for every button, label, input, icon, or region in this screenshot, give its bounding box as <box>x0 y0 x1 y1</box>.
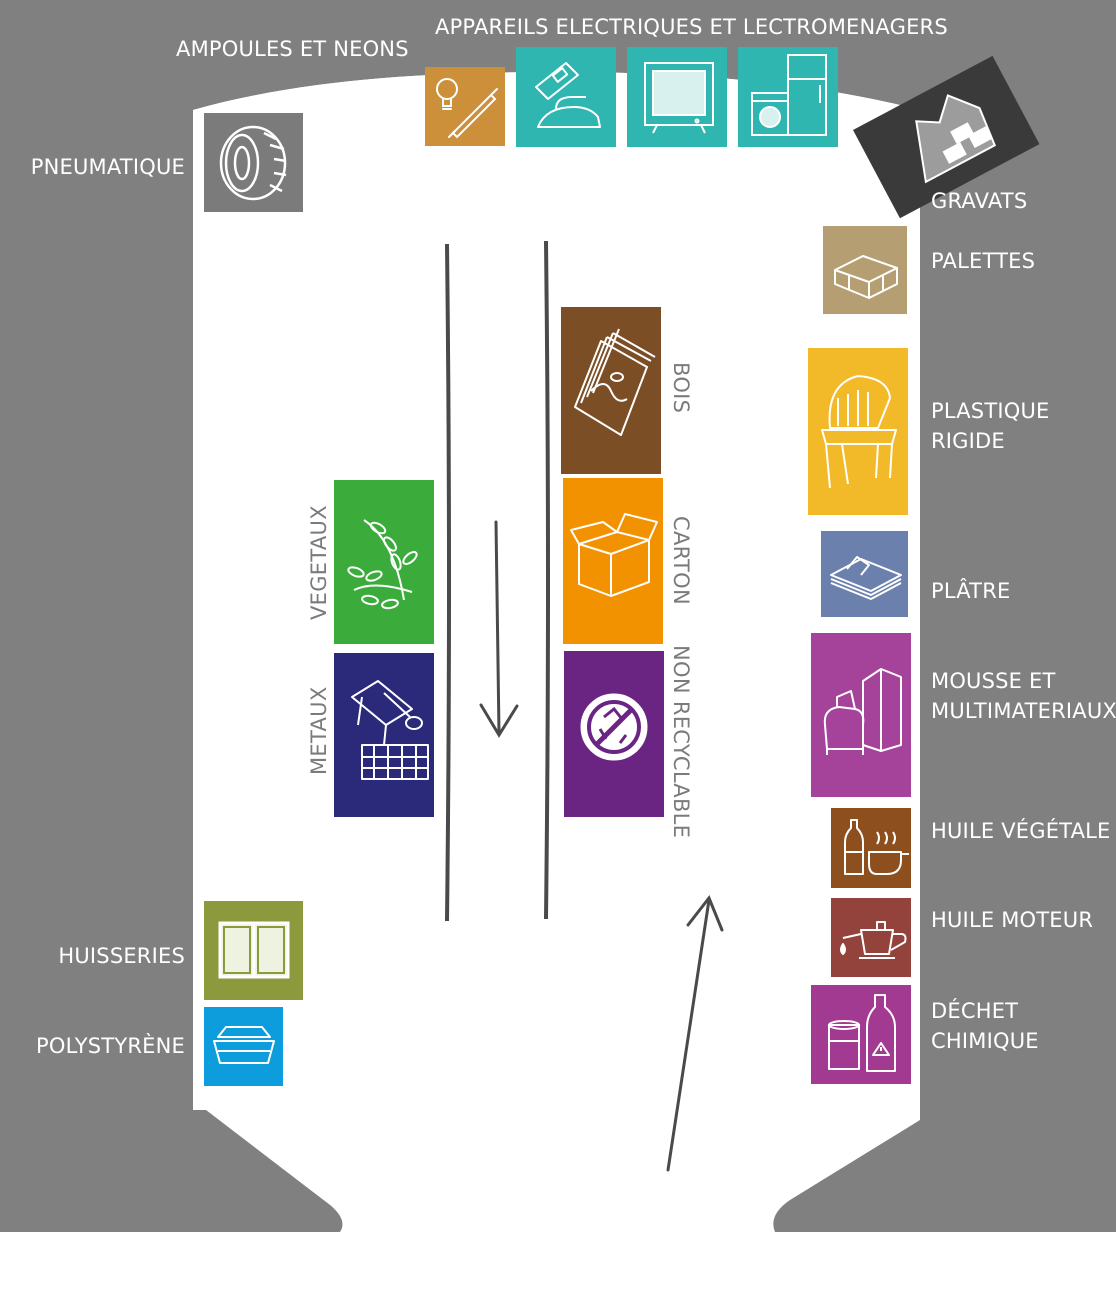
label-appareils: APPAREILS ELECTRIQUES ET LECTROMENAGERS <box>435 15 948 39</box>
label-metaux: METAUX <box>307 686 331 775</box>
label-gravats: GRAVATS <box>931 189 1028 213</box>
tile-vegetaux[interactable] <box>334 480 434 644</box>
label-palettes: PALETTES <box>931 249 1036 273</box>
inner-area <box>193 110 920 1110</box>
label-polystyrene: POLYSTYRÈNE <box>36 1034 185 1058</box>
tile-mousse[interactable] <box>811 633 911 797</box>
leaves-icon <box>347 519 418 610</box>
no-recycle-icon <box>580 693 648 761</box>
label-mousse-2: MULTIMATERIAUX <box>931 699 1116 723</box>
label-huile-moteur: HUILE MOTEUR <box>931 908 1094 932</box>
tile-dechet-chimique[interactable] <box>811 985 911 1084</box>
tile-non-recyclable[interactable] <box>564 651 664 817</box>
bulb-icon <box>436 78 498 139</box>
tile-huile-moteur[interactable] <box>831 898 911 977</box>
top-wall <box>0 0 1116 160</box>
washer-fridge-icon <box>751 54 827 136</box>
chemical-bottle-icon <box>828 994 896 1072</box>
tile-gros-electromenager[interactable] <box>738 47 838 147</box>
tile-huile-vegetale[interactable] <box>831 808 911 888</box>
phone-iron-icon <box>535 62 601 128</box>
label-mousse-1: MOUSSE ET <box>931 669 1056 693</box>
tile-pneumatique[interactable] <box>204 113 303 212</box>
tile-gravats[interactable] <box>853 55 1040 219</box>
oil-can-icon <box>840 921 907 959</box>
divider-line-right <box>543 241 550 919</box>
tv-icon <box>644 62 714 134</box>
divider-line-left <box>444 244 451 921</box>
right-wall <box>920 0 1116 1230</box>
tile-palettes[interactable] <box>823 226 907 314</box>
tile-polystyrene[interactable] <box>204 1007 283 1086</box>
oil-bottle-icon <box>844 819 909 875</box>
label-platre: PLÂTRE <box>931 579 1011 603</box>
label-plastique-2: RIGIDE <box>931 429 1005 453</box>
arrow-down <box>479 520 519 738</box>
arrow-up <box>666 895 724 1172</box>
left-wall <box>0 0 193 1230</box>
label-bois: BOIS <box>669 362 693 414</box>
tire-icon <box>219 125 287 201</box>
tile-bois[interactable] <box>561 307 661 474</box>
label-vegetaux: VEGETAUX <box>307 505 331 620</box>
label-dechet-1: DÉCHET <box>931 999 1019 1023</box>
rubble-icon <box>915 94 997 184</box>
chair-icon <box>821 375 897 489</box>
tile-platre[interactable] <box>821 531 908 617</box>
plasterboard-icon <box>830 556 902 600</box>
tile-carton[interactable] <box>563 478 663 644</box>
tile-huisseries[interactable] <box>204 901 303 1000</box>
tile-tv[interactable] <box>627 47 727 147</box>
pallet-icon <box>834 255 898 299</box>
right-bottom-wall <box>773 1120 1116 1232</box>
label-huisseries: HUISSERIES <box>58 944 185 968</box>
wood-planks-icon <box>574 328 656 436</box>
left-bottom-ramp <box>193 1102 341 1232</box>
tile-appareils-petits[interactable] <box>516 47 616 147</box>
armchair-mattress-icon <box>823 668 902 755</box>
label-huile-vegetale: HUILE VÉGÉTALE <box>931 819 1111 843</box>
window-icon <box>218 921 290 979</box>
tile-ampoules[interactable] <box>425 67 505 146</box>
label-plastique-1: PLASTIQUE <box>931 399 1050 423</box>
foam-box-icon <box>213 1026 275 1064</box>
label-pneumatique: PNEUMATIQUE <box>30 155 185 179</box>
tile-metaux[interactable] <box>334 653 434 817</box>
label-non-recyclable: NON RECYCLABLE <box>669 645 693 839</box>
label-ampoules: AMPOULES ET NEONS <box>176 37 409 61</box>
tile-plastique[interactable] <box>808 348 908 515</box>
cardboard-box-icon <box>570 513 658 597</box>
label-dechet-2: CHIMIQUE <box>931 1029 1039 1053</box>
metal-beams-icon <box>351 680 429 780</box>
